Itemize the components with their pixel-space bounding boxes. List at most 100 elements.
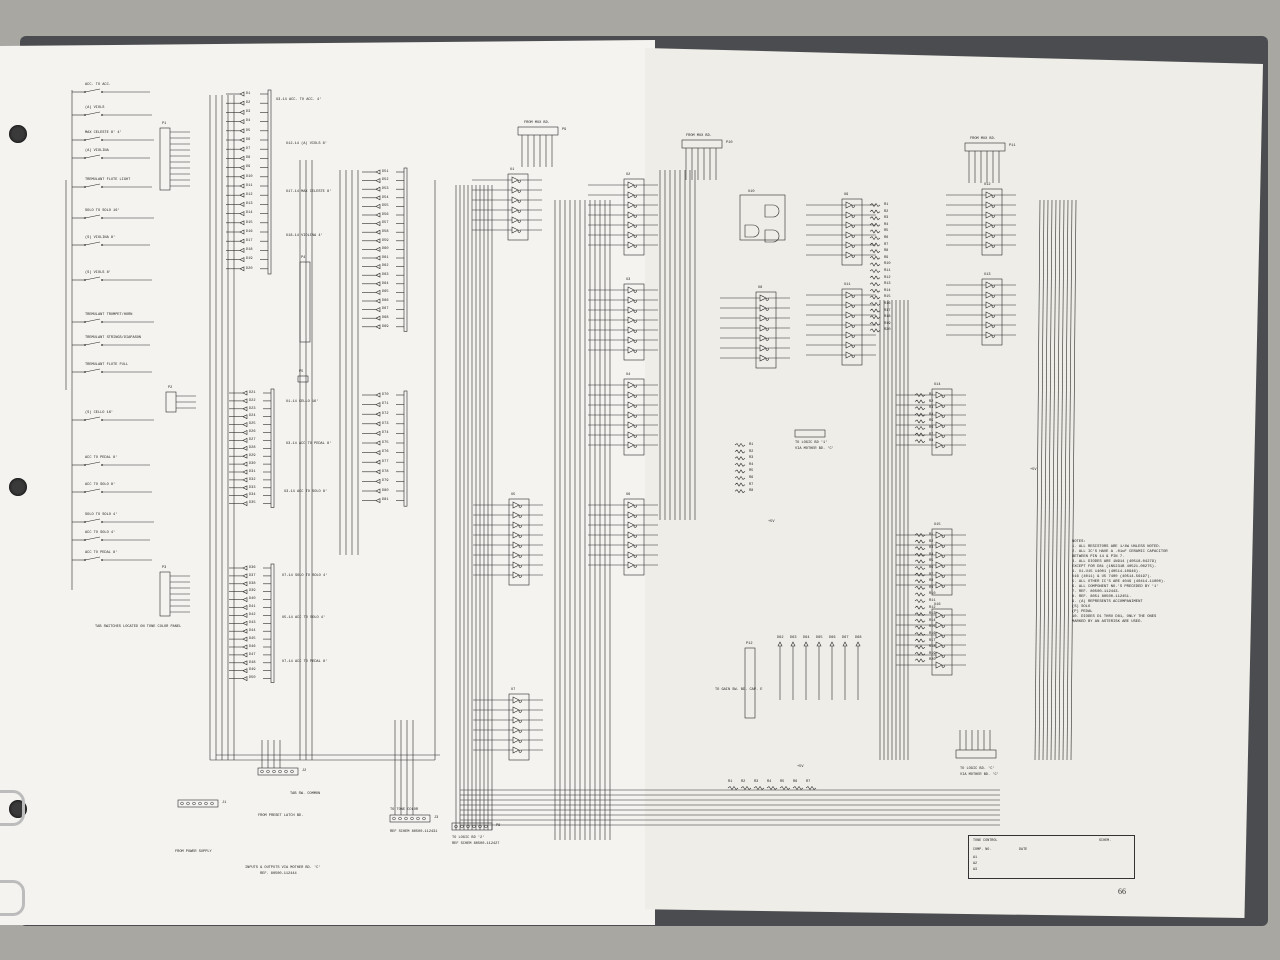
diode-symbol <box>375 298 381 304</box>
resistor-label: R6 <box>929 426 934 430</box>
vertical-bus <box>1046 199 1053 761</box>
diode-label: D74 <box>382 431 389 436</box>
inverter-gate <box>511 206 521 214</box>
diode-label: D20 <box>246 266 253 271</box>
inverter-gate <box>845 351 855 359</box>
diode-symbol <box>239 220 245 226</box>
note-line: MARKED BY AN ASTERISK ARE USED. <box>1072 620 1143 624</box>
diode-label: D27 <box>249 438 256 443</box>
resistor-label: R8 <box>929 579 934 584</box>
output-label: U7-14 SOLO TO SOLO 4' <box>282 574 328 578</box>
diode-label: D56 <box>382 212 389 217</box>
diode-label: D32 <box>249 477 256 482</box>
diode-label: D53 <box>382 186 389 191</box>
diode-symbol <box>242 430 248 435</box>
diode-symbol <box>242 620 248 626</box>
diode-symbol <box>239 109 245 115</box>
resistor-symbol <box>914 645 926 650</box>
diode-symbol <box>242 573 248 579</box>
inverter-gate <box>627 431 637 439</box>
diode-symbol <box>242 581 248 587</box>
resistor-symbol <box>914 658 926 663</box>
diode-symbol <box>829 641 835 647</box>
connector-pin <box>278 769 282 774</box>
diode-label: D19 <box>246 257 253 262</box>
diode-symbol <box>242 565 248 571</box>
inverter-gate <box>935 631 945 639</box>
diode-symbol <box>239 165 245 171</box>
diode-label: D47 <box>249 652 256 657</box>
output-label: U17-14 MAX CELESTE 8' <box>286 190 332 194</box>
diode-symbol <box>375 498 381 504</box>
diode-label: D42 <box>249 613 256 618</box>
ic-label: U8 <box>758 286 763 290</box>
connector-pin <box>186 801 190 806</box>
connector-box <box>159 127 171 191</box>
resistor-label: R16 <box>884 302 891 306</box>
inverter-gate <box>627 441 637 449</box>
title-block: TONE CONTROL SCHEM. COMP. NO. DATE A1 A2… <box>968 835 1135 879</box>
resistor-label: R18 <box>884 315 891 320</box>
resistor-label: R5 <box>929 559 934 564</box>
resistor-label: R3 <box>749 456 754 461</box>
diode-label: D45 <box>249 636 256 641</box>
resistor-label: R9 <box>884 255 889 260</box>
vertical-bus <box>1066 199 1073 761</box>
diode-label: D57 <box>382 221 389 226</box>
connector-label: J2 <box>302 769 307 773</box>
vertical-bus <box>1062 199 1069 761</box>
inverter-gate <box>935 581 945 589</box>
diode-symbol <box>242 406 248 412</box>
resistor-symbol <box>869 255 881 260</box>
resistor-label: R10 <box>929 592 936 597</box>
note-line: (P) PEDAL <box>1072 610 1093 614</box>
diode-symbol <box>239 192 245 198</box>
diode-label: D52 <box>382 178 389 183</box>
resistor-label: R15 <box>929 625 936 630</box>
resistor-label: R4 <box>749 462 754 467</box>
inverter-gate <box>759 314 769 322</box>
note-line: 5. ALL OTHER IC'S ARE 4049 (40414-11000)… <box>1072 580 1166 584</box>
diode-symbol <box>375 440 381 446</box>
diode-symbol <box>242 636 248 642</box>
resistor-symbol <box>869 308 881 313</box>
inverter-gate <box>511 186 521 194</box>
from-mux-label: FROM MUX BD. <box>524 121 550 125</box>
diode-label: D28 <box>249 446 256 450</box>
resistor-symbol <box>869 262 881 267</box>
resistor-label: R4 <box>929 552 934 557</box>
inverter-gate <box>759 334 769 342</box>
switch-lever <box>84 154 101 159</box>
logic-board-label: TO LOGIC BD. 'C' <box>960 767 995 771</box>
resistor-symbol <box>914 631 926 637</box>
diode-symbol <box>239 146 245 152</box>
diode-label: D3 <box>246 110 251 115</box>
ic-label: U16 <box>934 603 941 607</box>
resistor-symbol <box>869 249 881 254</box>
title-block-schem: SCHEM. <box>1099 839 1112 843</box>
connector-box <box>955 749 997 759</box>
power-supply-label: FROM POWER SUPPLY <box>175 850 212 854</box>
inverter-gate <box>512 726 522 734</box>
output-label: U7-14 ACC TO PEDAL 8' <box>282 660 328 664</box>
inverter-gate <box>512 571 522 579</box>
resistor-label: R2 <box>749 449 754 454</box>
diode-label: D35 <box>249 501 256 506</box>
binder-ring <box>0 880 25 916</box>
inverter-gate <box>512 746 522 754</box>
resistor-symbol <box>869 235 881 241</box>
resistor-label: R18 <box>929 645 936 650</box>
diode-label: D69 <box>382 324 389 329</box>
diode-label: D67 <box>382 307 389 312</box>
diode-label: D79 <box>382 479 389 484</box>
diode-symbol <box>803 641 809 647</box>
diode-symbol <box>855 641 861 647</box>
resistor-symbol <box>914 572 926 577</box>
connector-pin <box>472 824 476 829</box>
resistor-symbol <box>734 462 746 467</box>
diode-label: D16 <box>246 229 253 234</box>
diode-label: D48 <box>249 660 256 665</box>
diode-symbol <box>239 155 245 161</box>
resistor-label: R15 <box>884 295 891 300</box>
